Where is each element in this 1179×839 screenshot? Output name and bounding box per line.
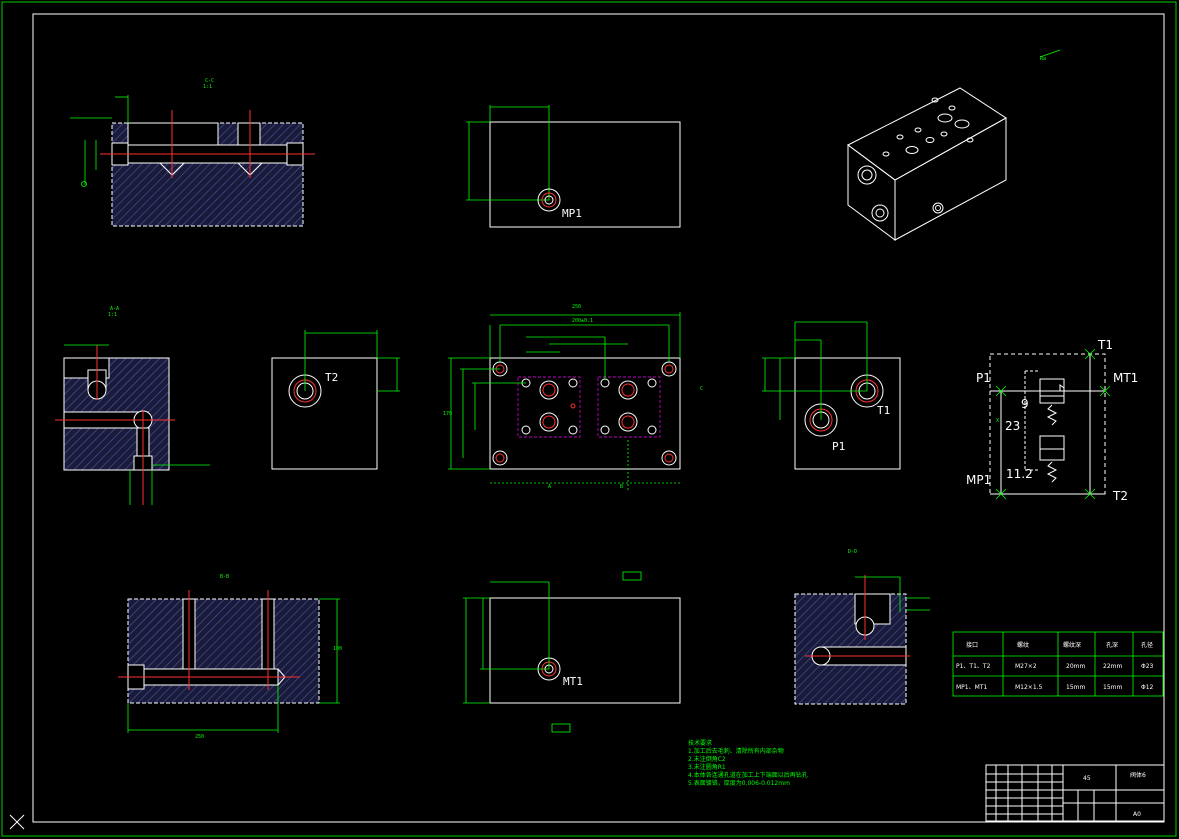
svg-text:1:1: 1:1 [203, 84, 212, 90]
table-header-thread: 螺纹 [1017, 641, 1029, 649]
note-line: 5.表面镀铬，厚度为0.006-0.012mm [688, 779, 790, 787]
note-line: 4.本体各连通孔道在加工上下端面以后再钻孔 [688, 771, 808, 779]
table-cell: M12×1.5 [1015, 684, 1043, 691]
table-cell: Φ12 [1141, 684, 1154, 691]
port-t1: T1 [1097, 338, 1113, 352]
note-line: 3.未注圆角R1 [688, 763, 726, 771]
value-9: 9 [1021, 397, 1029, 411]
table-cell: 15mm [1103, 684, 1122, 691]
table-header-port: 接口 [966, 641, 978, 649]
svg-text:1:1: 1:1 [108, 312, 117, 318]
section-view-d: D-D [794, 549, 930, 705]
view-mp1: MP1 [466, 105, 681, 228]
table-header-hole-depth: 孔深 [1106, 641, 1118, 649]
port-mp1: MP1 [966, 473, 991, 487]
inner-frame [32, 13, 1165, 823]
section-view-c: C-C 1:1 [70, 78, 315, 227]
label-t2-view: T2 [325, 371, 338, 384]
corner-cross-icon [9, 814, 25, 830]
label-t1-view: T1 [877, 404, 890, 417]
table-header-thread-depth: 螺纹深 [1063, 641, 1081, 649]
note-line: 1.加工后去毛刺、清除所有内部杂物 [688, 747, 784, 755]
label-p1-view: P1 [832, 440, 845, 453]
notes-title: 技术要求 [688, 739, 712, 747]
technical-notes: 技术要求 1.加工后去毛刺、清除所有内部杂物 2.未注倒角C2 3.未注圆角R1… [688, 739, 808, 787]
port-mt1: MT1 [1113, 371, 1138, 385]
note-line: 2.未注倒角C2 [688, 755, 726, 763]
port-marker-icon [995, 348, 1111, 500]
table-cell: P1、T1、T2 [956, 663, 991, 670]
isometric-view: Ra [847, 49, 1061, 241]
table-cell: Φ23 [1141, 663, 1154, 670]
svg-text:B: B [620, 484, 623, 490]
view-t2: T2 [271, 330, 400, 470]
title-scale: A0 [1133, 811, 1141, 818]
svg-text:D-D: D-D [848, 549, 857, 555]
dim-bottom-width: 250 [195, 734, 204, 740]
dim-top-sub: 200±0.1 [572, 318, 593, 324]
section-view-b: B-B 250 100 [118, 574, 342, 740]
value-11-2: 11.2 [1006, 467, 1033, 481]
title-name: 阀体6 [1130, 771, 1146, 779]
table-cell: 15mm [1066, 684, 1085, 691]
main-top-view: A B C 250 200±0.1 170 [443, 304, 703, 490]
dim-top-left-height: 170 [443, 411, 452, 417]
hydraulic-symbol: P1 T1 MT1 MP1 T2 9 X 23 11.2 [966, 338, 1138, 503]
port-table: 接口 螺纹 螺纹深 孔深 孔径 P1、T1、T2 M27×2 20mm 22mm… [952, 631, 1164, 697]
svg-text:A: A [548, 484, 551, 490]
label-mp1-top: MP1 [562, 207, 582, 220]
title-block: 45 阀体6 A0 [985, 764, 1165, 822]
svg-text:C: C [700, 386, 703, 392]
dim-top-width: 250 [572, 304, 581, 310]
table-header-hole-dia: 孔径 [1141, 641, 1153, 649]
title-material: 45 [1083, 775, 1091, 782]
dim-bottom-height: 100 [333, 646, 342, 652]
port-p1: P1 [976, 371, 991, 385]
label-mt1-bottom: MT1 [563, 675, 583, 688]
table-cell: M27×2 [1015, 663, 1037, 670]
view-mt1: MT1 [463, 571, 681, 733]
view-p1-t1: T1 P1 [762, 321, 901, 470]
value-x: X [996, 418, 999, 424]
table-cell: 20mm [1066, 663, 1085, 670]
svg-text:C-C: C-C [205, 78, 214, 84]
table-cell: MP1、MT1 [956, 684, 987, 691]
value-23: 23 [1005, 419, 1020, 433]
svg-text:Ra: Ra [1040, 56, 1046, 62]
table-cell: 22mm [1103, 663, 1122, 670]
section-view-a: A-A 1:1 [55, 306, 210, 505]
svg-text:A-A: A-A [110, 306, 119, 312]
svg-text:B-B: B-B [220, 574, 229, 580]
port-t2: T2 [1112, 489, 1128, 503]
